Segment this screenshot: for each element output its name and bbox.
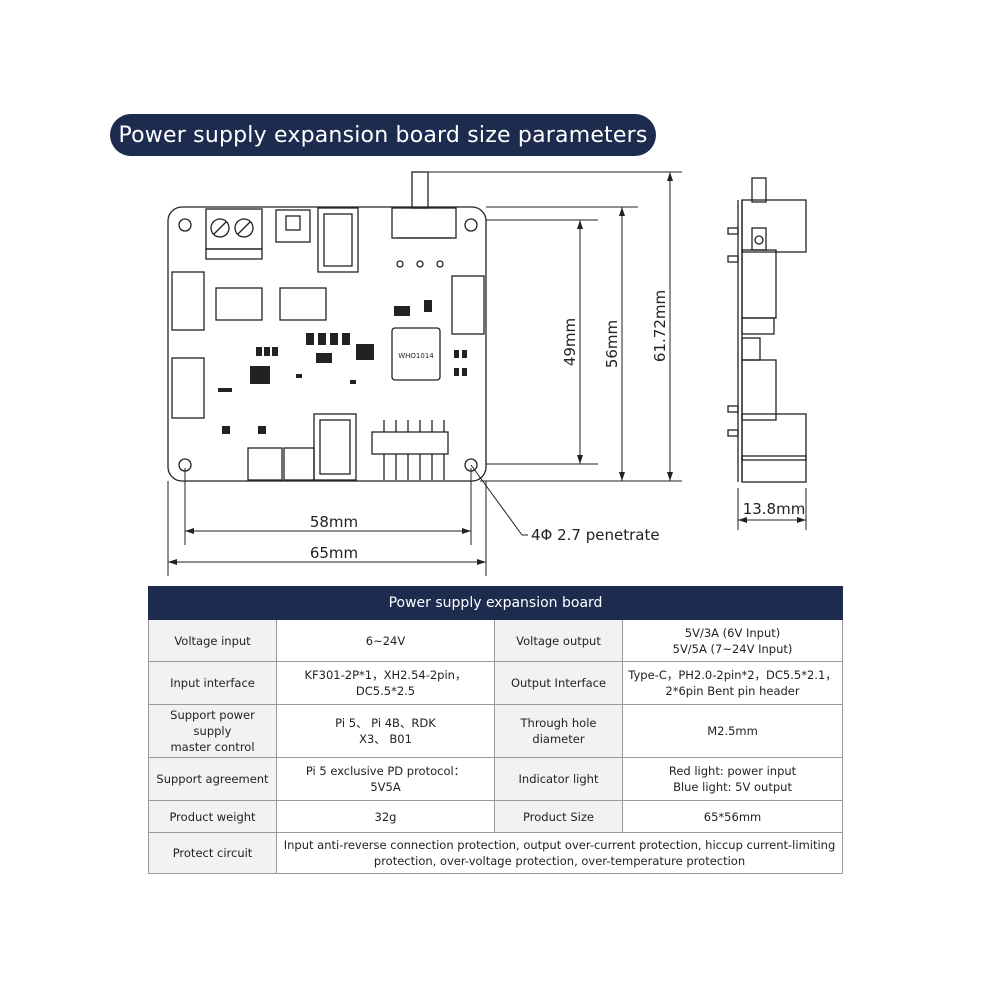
spec-value-cell: 5V/3A (6V Input)5V/5A (7~24V Input): [621, 619, 844, 662]
spec-label-cell: Voltage input: [148, 619, 277, 662]
xh-connector: [275, 209, 311, 243]
ph-connector-2: [283, 447, 315, 481]
board-outline: [167, 206, 487, 482]
spec-table: Power supply expansion board Voltage inp…: [147, 586, 844, 874]
spec-label-cell: Indicator light: [494, 757, 623, 801]
spec-value-cell: 6~24V: [276, 619, 495, 662]
section-title: Power supply expansion board size parame…: [118, 122, 648, 148]
spec-label-cell: Through hole diameter: [494, 704, 623, 758]
dim-49mm: 49mm: [561, 318, 579, 366]
dim-61-72mm: 61.72mm: [651, 290, 669, 362]
led-1: [396, 260, 404, 268]
dc-jack-bottom: [313, 413, 357, 481]
led-3: [436, 260, 444, 268]
spec-label-cell: Product Size: [494, 800, 623, 833]
spec-label-cell: Input interface: [148, 661, 277, 705]
dc-jack-top: [317, 207, 359, 273]
inductor-right: [451, 275, 485, 335]
hole-note: 4Φ 2.7 penetrate: [531, 526, 660, 544]
screw-terminal-kf301: [205, 208, 263, 260]
dimension-arrows: [168, 172, 806, 565]
mount-hole-tr: [464, 218, 478, 232]
spec-label-cell: Output Interface: [494, 661, 623, 705]
dim-13-8mm: 13.8mm: [743, 500, 806, 518]
spec-value-cell: M2.5mm: [621, 704, 844, 758]
spec-value-cell: 32g: [276, 800, 495, 833]
spec-value-cell: KF301-2P*1，XH2.54-2pin，DC5.5*2.5: [276, 661, 495, 705]
dim-58mm: 58mm: [310, 513, 358, 531]
pin-header-2x6: [371, 420, 449, 480]
section-title-banner: Power supply expansion board size parame…: [110, 114, 656, 156]
spec-table-header: Power supply expansion board: [147, 586, 844, 620]
ph-connector-1: [247, 447, 283, 481]
inductor-left-2: [171, 357, 205, 419]
main-chip: [391, 327, 441, 381]
spec-label-cell: Support agreement: [148, 757, 277, 801]
power-ic-1: [215, 287, 263, 321]
led-2: [416, 260, 424, 268]
chip-label: WHO1014: [398, 352, 434, 360]
spec-value-cell: Input anti-reverse connection protection…: [275, 832, 844, 874]
mount-hole-tl: [178, 218, 192, 232]
dim-56mm: 56mm: [603, 320, 621, 368]
spec-value-cell: Type-C，PH2.0-2pin*2，DC5.5*2.1，2*6pin Ben…: [621, 661, 844, 705]
spec-value-cell: 65*56mm: [621, 800, 844, 833]
smd-components: [218, 300, 467, 434]
spec-label-cell: Product weight: [148, 800, 277, 833]
spec-label-cell: Voltage output: [494, 619, 623, 662]
side-view: [727, 177, 807, 483]
dim-65mm: 65mm: [310, 544, 358, 562]
inductor-left-1: [171, 271, 205, 331]
spec-label-cell: Protect circuit: [148, 832, 277, 874]
spec-value-cell: Pi 5 exclusive PD protocol：5V5A: [276, 757, 495, 801]
power-ic-2: [279, 287, 327, 321]
type-c-connector: [391, 171, 457, 239]
